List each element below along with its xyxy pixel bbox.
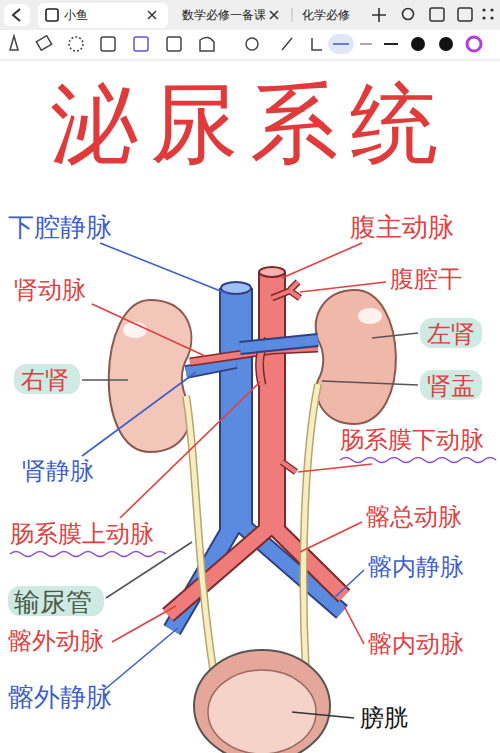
vessel-opening [259, 267, 285, 277]
pen-width-icon [360, 44, 372, 45]
tab-separator [292, 8, 293, 22]
add-icon [372, 8, 386, 22]
highlight [420, 370, 482, 400]
part-label: 髂内动脉 [368, 632, 464, 656]
search-icon [403, 9, 414, 20]
highlight [8, 586, 104, 616]
tool-icons [10, 36, 322, 51]
panel-icon [458, 8, 472, 21]
highlight [420, 318, 482, 348]
toolbar-border [0, 60, 500, 61]
active-tab [38, 3, 168, 28]
part-label: 下腔静脉 [8, 214, 112, 240]
kidney [109, 300, 192, 452]
back-icon [13, 9, 20, 21]
wavy-underline [10, 552, 166, 557]
close-icon [270, 11, 278, 19]
part-label: 髂外动脉 [8, 629, 104, 653]
kidney-shine [358, 308, 382, 324]
part-label: 左肾 [427, 322, 475, 346]
part-label: 髂外静脉 [8, 684, 112, 710]
part-label: 肾静脉 [22, 459, 94, 483]
pen-width-icon [384, 43, 398, 45]
leader-line [82, 243, 418, 718]
kidney [316, 290, 396, 424]
pen-width-icon [333, 43, 349, 45]
part-label: 输尿管 [14, 589, 92, 615]
back-button [4, 4, 30, 26]
part-label: 髂总动脉 [366, 505, 462, 529]
ureter [186, 384, 318, 675]
bladder-inner [208, 670, 316, 753]
color-swatch-icon [439, 37, 453, 51]
part-label: 腹主动脉 [350, 214, 454, 240]
part-label: 膀胱 [360, 706, 408, 730]
highlight [14, 364, 80, 394]
more-icon [482, 8, 493, 19]
selected-tool [328, 34, 354, 54]
tab-title: 小鱼 [64, 9, 88, 21]
tool-bar [0, 30, 500, 60]
part-label: 腹腔干 [390, 267, 462, 291]
tab-bar [0, 0, 500, 30]
part-label: 肠系膜下动脉 [340, 428, 484, 452]
tab-icon [46, 9, 58, 21]
bladder [194, 650, 330, 753]
tab-title: 数学必修一备课 [182, 9, 266, 21]
part-label: 右肾 [21, 368, 69, 392]
panel-icon [430, 8, 444, 21]
part-label: 肾盂 [427, 374, 475, 398]
title: 泌尿系统 [0, 80, 500, 168]
part-label: 髂内静脉 [368, 555, 464, 579]
color-swatch-icon [411, 37, 425, 51]
part-label: 肾动脉 [14, 278, 86, 302]
vein [240, 340, 318, 348]
wavy-underline [340, 458, 496, 463]
tab-title: 化学必修 [302, 9, 350, 21]
close-icon [148, 11, 156, 19]
vein [240, 340, 318, 348]
part-label: 肠系膜上动脉 [10, 522, 154, 546]
color-swatch-icon [467, 37, 481, 51]
